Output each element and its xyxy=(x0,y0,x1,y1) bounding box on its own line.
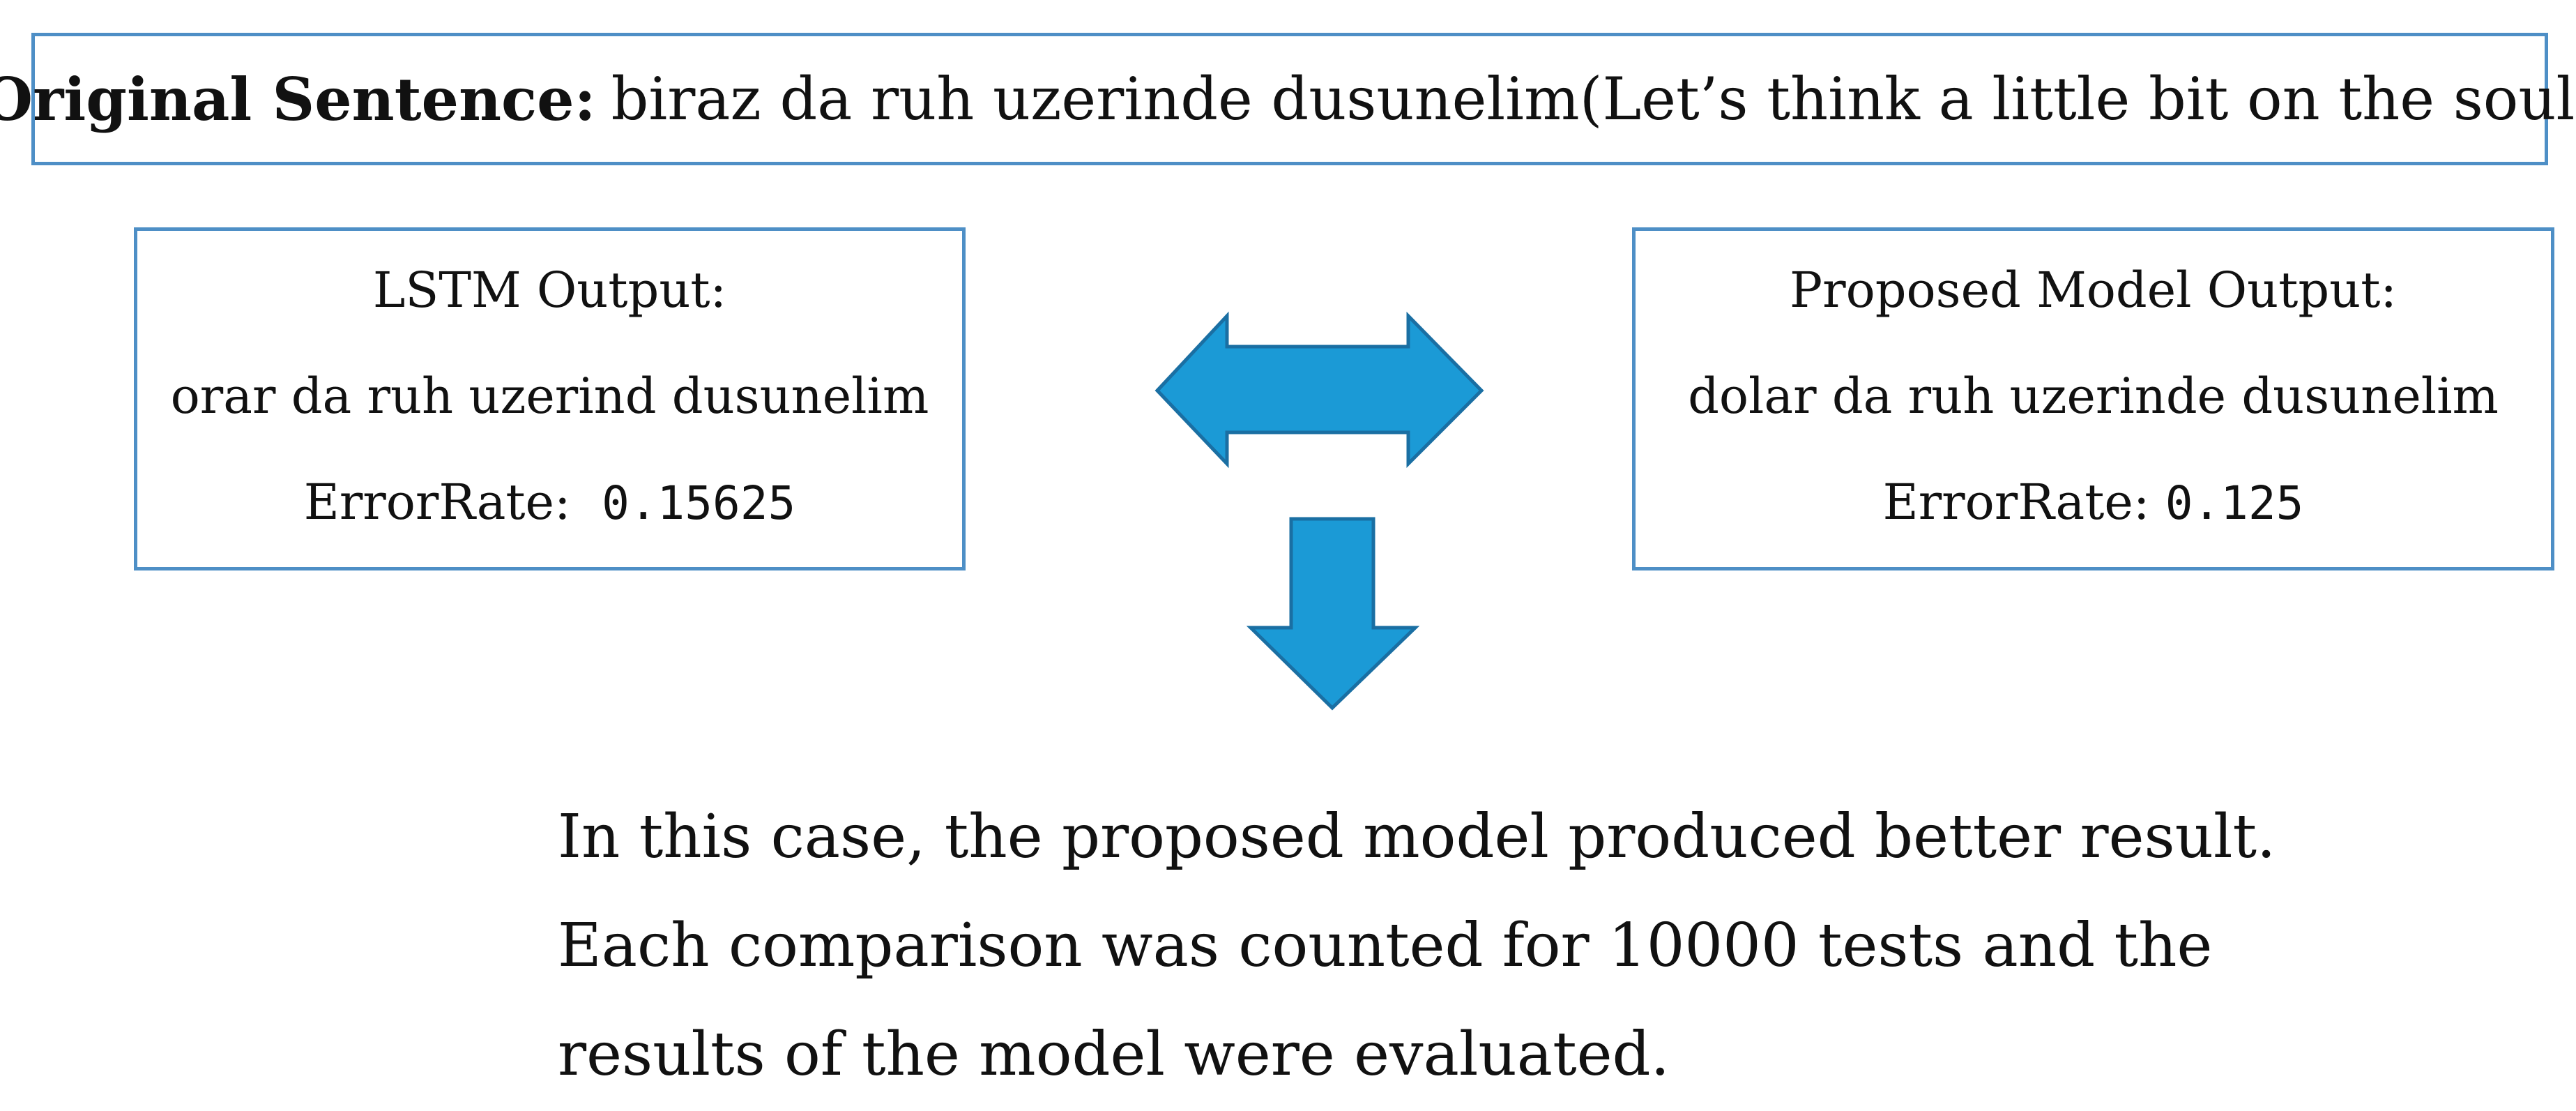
lstm-error-value: 0.15625 xyxy=(602,476,796,530)
lstm-output-text: orar da ruh uzerind dusunelim xyxy=(170,368,929,425)
proposed-output-box: Proposed Model Output: dolar da ruh uzer… xyxy=(1632,227,2554,570)
proposed-output-title: Proposed Model Output: xyxy=(1790,262,2397,319)
summary-line-2: Each comparison was counted for 10000 te… xyxy=(558,911,2213,981)
summary-paragraph: In this case, the proposed model produce… xyxy=(558,783,2276,1109)
lstm-error-rate: ErrorRate: 0.15625 xyxy=(137,474,962,531)
proposed-error-rate: ErrorRate: 0.125 xyxy=(1636,474,2551,531)
summary-line-3: results of the model were evaluated. xyxy=(558,1020,1670,1089)
proposed-error-value: 0.125 xyxy=(2165,476,2304,530)
original-sentence-box: Original Sentence: biraz da ruh uzerinde… xyxy=(0,33,2576,165)
summary-line-1: In this case, the proposed model produce… xyxy=(558,802,2276,872)
proposed-error-label: ErrorRate: xyxy=(1882,474,2150,531)
lstm-error-label: ErrorRate: xyxy=(303,474,571,531)
down-arrow-icon xyxy=(1246,517,1420,711)
original-sentence-label: Original Sentence: xyxy=(0,64,596,134)
lstm-output-box: LSTM Output: orar da ruh uzerind dusunel… xyxy=(134,227,966,570)
proposed-output-text: dolar da ruh uzerinde dusunelim xyxy=(1688,368,2499,425)
original-sentence-text: biraz da ruh uzerinde dusunelim(Let’s th… xyxy=(611,65,2576,133)
double-headed-arrow-icon xyxy=(1154,311,1484,469)
lstm-output-title: LSTM Output: xyxy=(372,262,727,319)
